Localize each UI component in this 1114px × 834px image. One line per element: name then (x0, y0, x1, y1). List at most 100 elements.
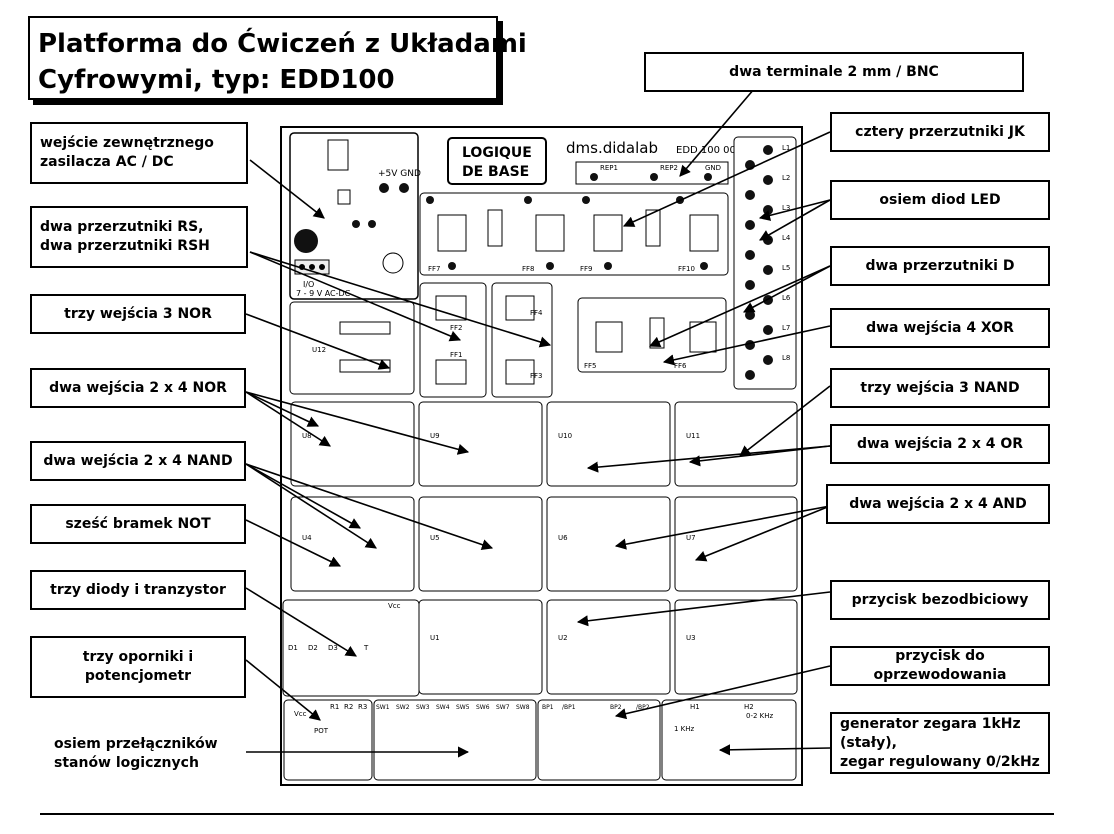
label-or2x4: dwa wejścia 2 x 4 OR (830, 424, 1050, 464)
label-clock: generator zegara 1kHz (stały), zegar reg… (830, 712, 1050, 774)
gates-u8 (290, 401, 415, 487)
label-jk: cztery przerzutniki JK (830, 112, 1050, 152)
power-jack (294, 229, 318, 253)
callout-arrows (245, 81, 831, 758)
svg-text:U11: U11 (686, 432, 700, 440)
u12-section (289, 301, 415, 395)
svg-text:SW3: SW3 (416, 704, 430, 711)
label-nor2x4: dwa wejścia 2 x 4 NOR (30, 368, 246, 408)
svg-text:U6: U6 (558, 534, 568, 542)
label-nand3: trzy wejścia 3 NAND (830, 368, 1050, 408)
label-resistors: trzy oporniki i potencjometr (30, 636, 246, 698)
svg-text:BP2: BP2 (610, 704, 622, 711)
label-xor4: dwa wejścia 4 XOR (830, 308, 1050, 348)
svg-text:FF10: FF10 (678, 265, 695, 273)
svg-text:BP1: BP1 (542, 704, 554, 711)
svg-text:L4: L4 (782, 234, 791, 242)
svg-text:U5: U5 (430, 534, 440, 542)
logo-line1: LOGIQUE (462, 145, 532, 161)
svg-text:H2: H2 (744, 703, 754, 711)
svg-text:L1: L1 (782, 144, 790, 152)
gates-u4 (290, 496, 415, 592)
svg-text:FF7: FF7 (428, 265, 441, 273)
svg-text:SW8: SW8 (516, 704, 530, 711)
svg-text:0-2 KHz: 0-2 KHz (746, 712, 774, 720)
clock-section (661, 699, 797, 781)
button-section (537, 699, 661, 781)
svg-text:U12: U12 (312, 346, 326, 354)
svg-text:Vcc: Vcc (388, 602, 401, 610)
label-nor3: trzy wejścia 3 NOR (30, 294, 246, 334)
svg-text:L5: L5 (782, 264, 790, 272)
label-and2x4: dwa wejścia 2 x 4 AND (826, 484, 1050, 524)
svg-text:L8: L8 (782, 354, 790, 362)
svg-text:U8: U8 (302, 432, 312, 440)
label-diodes-tr: trzy diody i tranzystor (30, 570, 246, 610)
ac-dc-label: 7 - 9 V AC-DC (296, 289, 351, 298)
svg-text:R3: R3 (358, 703, 367, 711)
gates-u10 (546, 401, 671, 487)
svg-text:SW7: SW7 (496, 704, 510, 711)
svg-text:L7: L7 (782, 324, 790, 332)
svg-text:REP1: REP1 (600, 164, 618, 172)
svg-text:FF6: FF6 (674, 362, 687, 370)
svg-text:SW2: SW2 (396, 704, 410, 711)
svg-text:/BP1: /BP1 (562, 704, 576, 711)
svg-text:R2: R2 (344, 703, 353, 711)
title-box: Platforma do Ćwiczeń z Układami Cyfrowym… (28, 16, 527, 100)
resistor-section (283, 699, 373, 781)
svg-text:SW5: SW5 (456, 704, 470, 711)
svg-text:SW1: SW1 (376, 704, 390, 711)
svg-text:D3: D3 (328, 644, 338, 652)
title-line-2: Cyfrowymi, typ: EDD100 (38, 65, 395, 95)
svg-text:R1: R1 (330, 703, 339, 711)
svg-text:FF4: FF4 (530, 309, 543, 317)
label-nand2x4: dwa wejścia 2 x 4 NAND (30, 441, 246, 481)
svg-text:U3: U3 (686, 634, 696, 642)
svg-text:FF9: FF9 (580, 265, 593, 273)
svg-text:U9: U9 (430, 432, 440, 440)
gates-u11 (674, 401, 798, 487)
svg-text:U10: U10 (558, 432, 572, 440)
logo-box (447, 137, 547, 185)
svg-text:1 KHz: 1 KHz (674, 725, 695, 733)
svg-text:FF1: FF1 (450, 351, 463, 359)
svg-text:/BP2: /BP2 (636, 704, 650, 711)
gates-u6 (546, 496, 671, 592)
svg-text:U4: U4 (302, 534, 312, 542)
svg-text:D2: D2 (308, 644, 318, 652)
label-rs: dwa przerzutniki RS, dwa przerzutniki RS… (30, 206, 248, 268)
gates-u9 (418, 401, 543, 487)
label-button: przycisk bezodbiciowy (830, 580, 1050, 620)
label-ext-supply: wejście zewnętrznego zasilacza AC / DC (30, 122, 248, 184)
svg-text:REP2: REP2 (660, 164, 678, 172)
svg-text:GND: GND (705, 164, 721, 172)
io-label: I/O (303, 280, 314, 289)
label-switches: osiem przełączników stanów logicznych (54, 736, 218, 771)
gates-u2 (546, 599, 671, 695)
svg-text:FF3: FF3 (530, 372, 543, 380)
title-line-1: Platforma do Ćwiczeń z Układami (38, 29, 527, 59)
gates-u1 (418, 599, 543, 695)
svg-text:POT: POT (314, 727, 329, 735)
label-not6: sześć bramek NOT (30, 504, 246, 544)
svg-text:FF8: FF8 (522, 265, 535, 273)
brand-label: dms.didalab (566, 139, 658, 157)
svg-text:L3: L3 (782, 204, 790, 212)
diode-transistor-section (282, 599, 420, 697)
svg-text:L6: L6 (782, 294, 791, 302)
svg-text:FF2: FF2 (450, 324, 463, 332)
supply-5v-label: +5V GND (378, 169, 421, 179)
switch-section (373, 699, 537, 781)
label-leds: osiem diod LED (830, 180, 1050, 220)
svg-text:U2: U2 (558, 634, 568, 642)
svg-text:T: T (363, 644, 369, 652)
svg-text:U7: U7 (686, 534, 696, 542)
label-terminals: dwa terminale 2 mm / BNC (644, 52, 1024, 92)
gates-u3 (674, 599, 798, 695)
logo-line2: DE BASE (462, 164, 529, 180)
label-button-wire: przycisk do oprzewodowania (830, 646, 1050, 686)
svg-text:FF5: FF5 (584, 362, 597, 370)
label-d-ff: dwa przerzutniki D (830, 246, 1050, 286)
